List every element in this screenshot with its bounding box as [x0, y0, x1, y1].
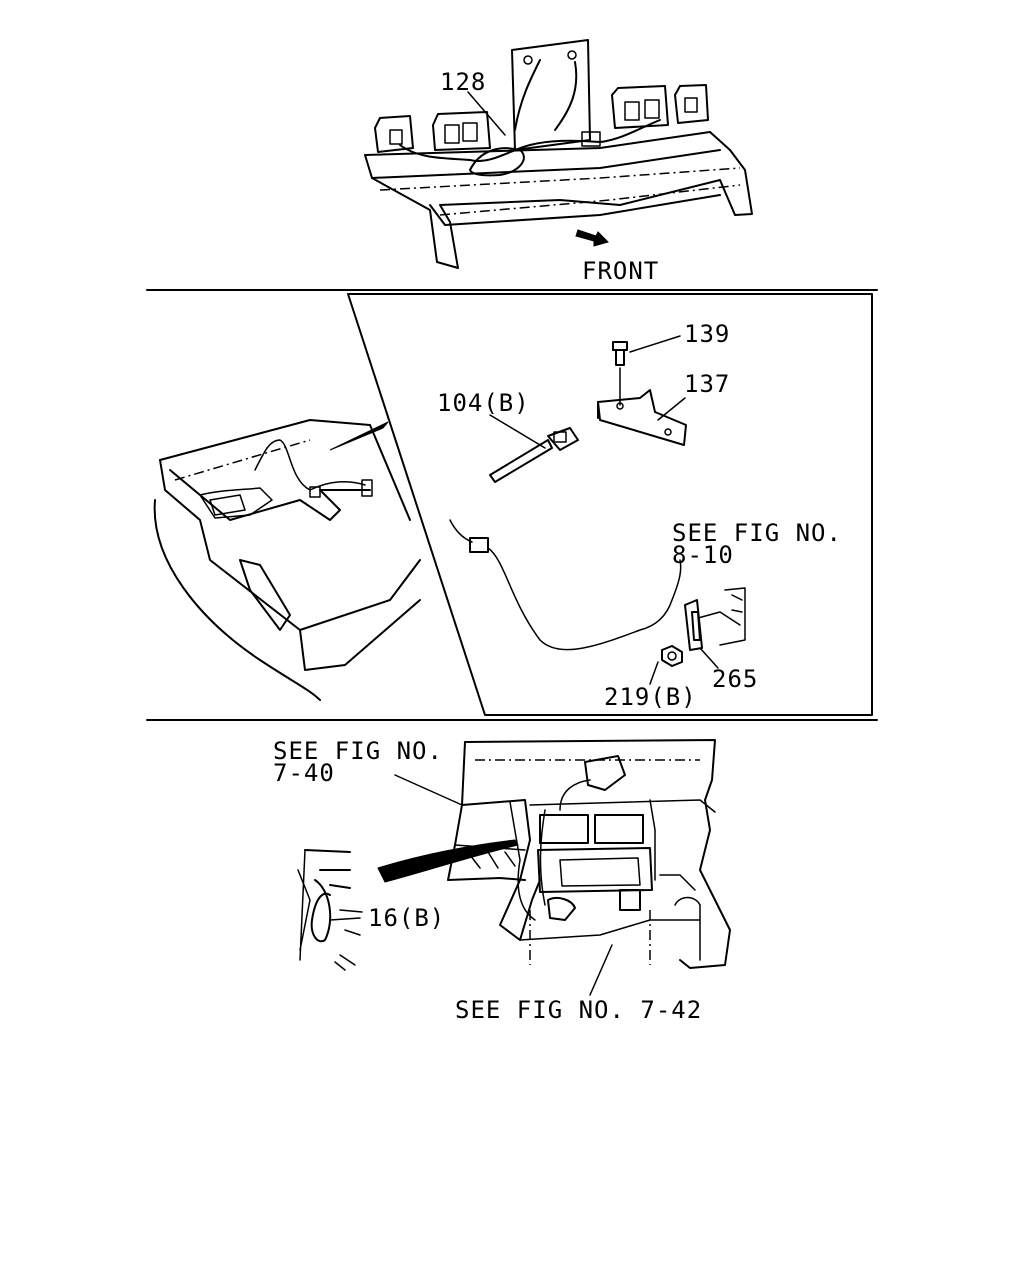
label-see-fig-8-10-line2: 8-10: [672, 541, 734, 569]
bracket-137: [597, 389, 687, 446]
label-see-fig-7-40-line1: SEE FIG NO.: [273, 737, 443, 765]
label-see-fig-7-42: SEE FIG NO. 7-42: [455, 996, 703, 1024]
cable-assembly: [449, 519, 746, 685]
label-part-128: 128: [440, 68, 487, 96]
bolt-139: [612, 335, 681, 406]
bottom-assembly: [297, 739, 731, 996]
label-front: FRONT: [582, 257, 660, 285]
label-see-fig-8-10-line1: SEE FIG NO.: [672, 519, 842, 547]
detail-box: [347, 293, 873, 716]
label-part-137: 137: [684, 370, 731, 398]
label-see-fig-7-40-line2: 7-40: [273, 759, 335, 787]
cable-tie-104b: [489, 414, 579, 483]
label-part-16b: 16(B): [368, 904, 446, 932]
vehicle-front-view: [153, 419, 421, 701]
label-part-265: 265: [712, 665, 759, 693]
label-part-139: 139: [684, 320, 731, 348]
top-frame-assembly: [364, 39, 753, 269]
label-part-104b: 104(B): [437, 389, 530, 417]
label-part-219b: 219(B): [604, 683, 697, 711]
